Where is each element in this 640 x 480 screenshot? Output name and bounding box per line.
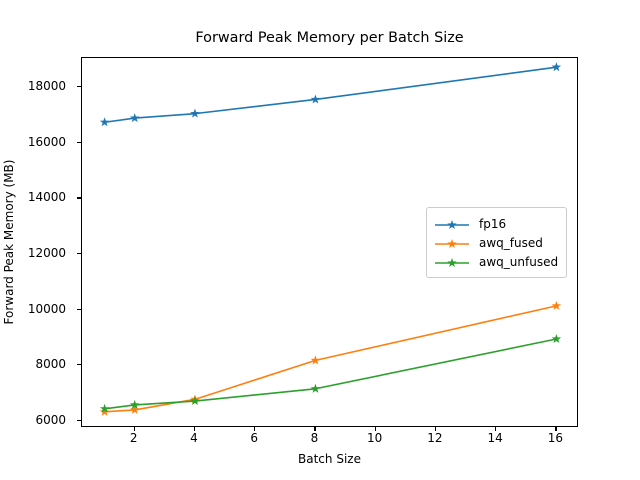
series-line	[103, 66, 558, 124]
data-point-marker	[99, 406, 110, 416]
y-tick-mark	[77, 420, 81, 422]
legend[interactable]: fp16 awq_fused awq_unfused	[426, 207, 568, 278]
series-awq_unfused	[99, 333, 562, 413]
y-tick-mark	[77, 253, 81, 255]
y-tick-label: 12000	[27, 246, 66, 261]
y-tick-mark	[77, 364, 81, 366]
x-axis-label: Batch Size	[298, 452, 361, 466]
x-tick-label: 16	[547, 431, 564, 445]
data-point-marker	[551, 333, 562, 344]
legend-item-fp16[interactable]: fp16	[434, 214, 558, 233]
data-point-marker	[190, 108, 200, 118]
x-tick-label: 6	[250, 431, 259, 445]
legend-swatch-icon	[434, 217, 470, 231]
x-tick-mark	[133, 427, 135, 431]
x-axis-tick-labels: 2 4 6 8 10 12 14 16	[81, 432, 578, 452]
legend-swatch-icon	[434, 255, 470, 269]
data-point-marker	[551, 62, 562, 72]
y-tick-label: 6000	[35, 413, 66, 428]
x-tick-mark	[495, 427, 497, 431]
data-point-marker	[129, 404, 140, 414]
data-point-marker	[129, 399, 140, 409]
x-tick-mark	[193, 427, 196, 431]
series-awq_fused	[99, 300, 562, 416]
x-tick-label: 8	[310, 431, 319, 445]
legend-item-awq_fused[interactable]: awq_fused	[434, 233, 558, 252]
x-tick-label: 14	[487, 431, 503, 445]
legend-swatch-icon	[434, 236, 470, 250]
x-tick-mark	[434, 427, 437, 431]
x-tick-label: 2	[129, 431, 138, 445]
chart-title: Forward Peak Memory per Batch Size	[195, 30, 464, 46]
data-point-marker	[190, 396, 200, 406]
legend-item-awq_unfused[interactable]: awq_unfused	[434, 252, 558, 271]
y-tick-mark	[77, 86, 81, 88]
x-tick-mark	[254, 427, 256, 431]
y-tick-mark	[77, 308, 81, 310]
legend-label: awq_fused	[479, 235, 543, 250]
x-tick-label: 12	[427, 431, 443, 445]
y-axis-tick-labels: 6000 8000 10000 12000 14000 16000 18000	[0, 57, 74, 427]
x-tick-mark	[314, 427, 316, 431]
y-tick-label: 16000	[27, 134, 66, 149]
legend-label: awq_unfused	[479, 254, 559, 269]
data-point-marker	[129, 113, 140, 123]
x-tick-mark	[374, 427, 376, 431]
x-tick-label: 4	[190, 431, 198, 445]
x-tick-mark	[555, 427, 557, 431]
series-plot	[99, 62, 562, 416]
data-point-marker	[99, 117, 110, 127]
series-line	[103, 305, 558, 413]
x-tick-label: 10	[367, 431, 383, 445]
y-tick-mark	[77, 197, 81, 199]
legend-label: fp16	[479, 216, 507, 231]
y-tick-mark	[77, 141, 81, 143]
series-fp16	[99, 62, 562, 127]
y-tick-label: 8000	[35, 357, 66, 372]
data-point-marker	[310, 383, 321, 393]
data-point-marker	[99, 403, 110, 413]
data-point-marker	[551, 300, 562, 310]
y-tick-label: 14000	[27, 190, 66, 205]
data-point-marker	[310, 355, 321, 365]
series-line	[103, 338, 558, 410]
y-tick-label: 10000	[27, 301, 66, 316]
data-point-marker	[310, 94, 321, 104]
y-tick-label: 18000	[27, 79, 66, 94]
